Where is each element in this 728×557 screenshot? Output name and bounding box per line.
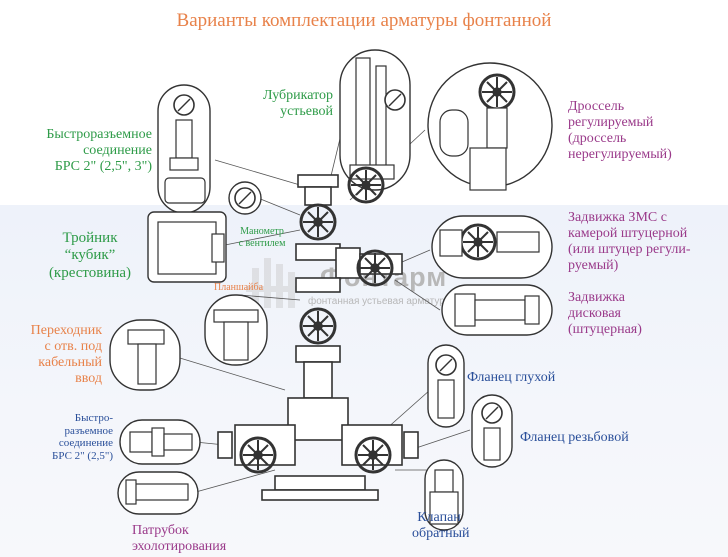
label-echo-pipe: Патрубок эхолотирования	[132, 523, 227, 555]
label-brs-top: Быстроразъемное соединение БРС 2" (2,5",…	[46, 127, 152, 175]
watermark-logo-icon	[246, 258, 306, 308]
watermark-subtitle: фонтанная устьевая арматура	[308, 296, 451, 307]
label-throttle: Дроссель регулируемый (дроссель нерегули…	[568, 99, 672, 163]
page-title: Варианты комплектации арматуры фонтанной	[176, 10, 552, 31]
label-zms-valve: Задвижка ЗМС с камерой штуцерной (или шт…	[568, 210, 691, 274]
label-manometer: Манометр с вентилем	[238, 226, 286, 249]
label-check-valve: Клапан обратный	[412, 510, 470, 542]
label-tee: Тройник “кубик” (крестовина)	[48, 230, 132, 281]
connector-lines	[169, 117, 471, 496]
label-planshaiba: Планшайба	[214, 282, 264, 293]
label-lubricator: Лубрикатор устьевой	[263, 88, 333, 120]
label-adapter: Переходник с отв. под кабельный ввод	[30, 323, 102, 387]
main-wellhead	[217, 174, 419, 501]
label-disc-valve: Задвижка дисковая (штуцерная)	[568, 290, 642, 338]
label-threaded-flange: Фланец резьбовой	[520, 430, 629, 445]
label-blind-flange: Фланец глухой	[467, 370, 556, 385]
label-brs-bottom: Быстро- разъемное соединение БРС 2" (2,5…	[52, 412, 113, 462]
